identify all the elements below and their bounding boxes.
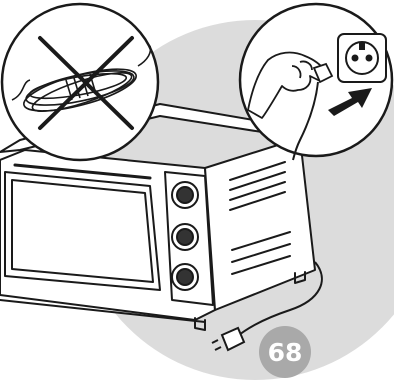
page-number-badge: 68: [259, 326, 311, 378]
page-number: 68: [268, 338, 303, 367]
wall-socket-icon: [338, 34, 386, 82]
oven-knobs: [172, 182, 198, 290]
coiled-cord-crossed-out-icon: [2, 4, 158, 160]
